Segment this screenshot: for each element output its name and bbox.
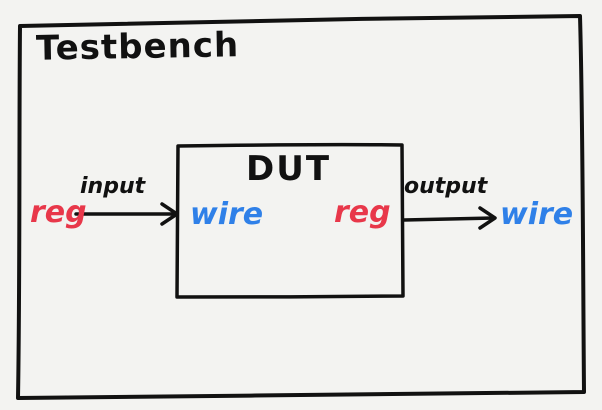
output-arrow-label: output: [404, 174, 488, 199]
testbench-box: [16, 14, 586, 400]
dut-title: DUT: [246, 149, 332, 189]
dut-wire-signal: wire: [190, 197, 264, 232]
dut-box: [175, 142, 405, 299]
input-arrow-label: input: [80, 174, 146, 199]
testbench-title: Testbench: [35, 25, 240, 69]
output-arrow: [402, 206, 497, 230]
testbench-reg-signal: reg: [30, 195, 87, 230]
testbench-wire-signal: wire: [500, 197, 574, 232]
dut-reg-signal: reg: [334, 195, 391, 230]
input-arrow: [74, 202, 179, 226]
